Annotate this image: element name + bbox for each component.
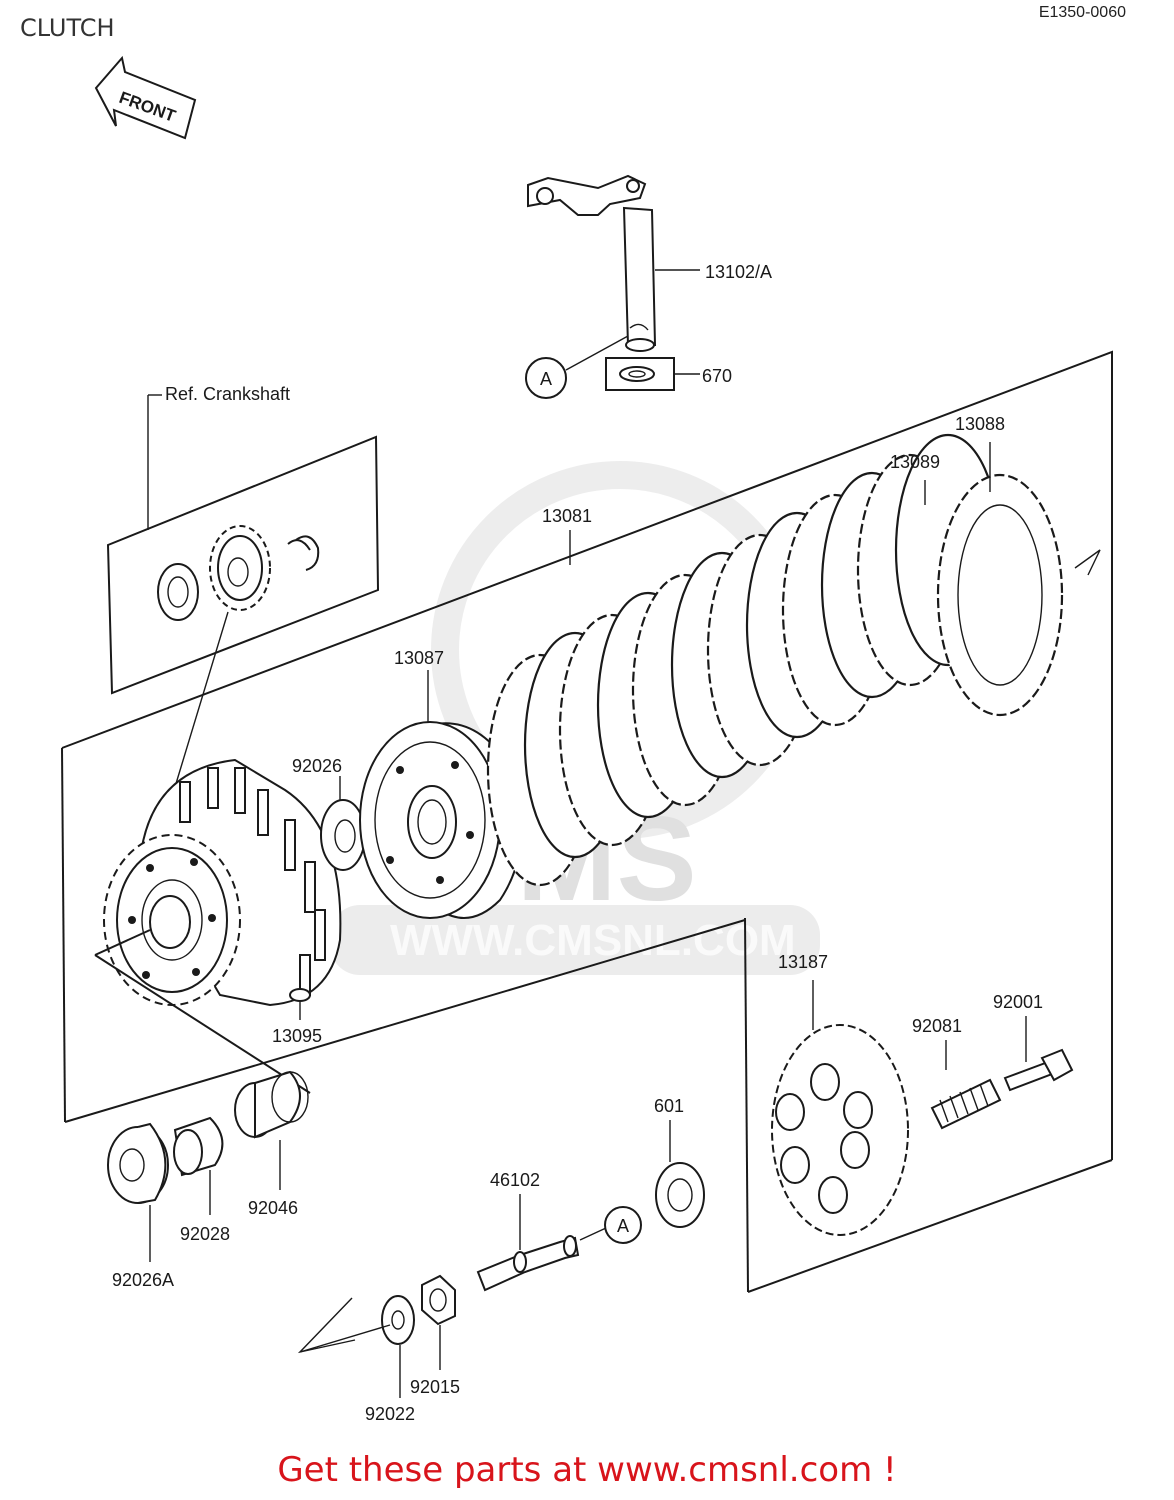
crankshaft-parts (157, 525, 320, 621)
ref-marker-a-bottom: A (617, 1216, 629, 1236)
ref-marker-a-top: A (540, 369, 552, 389)
release-shaft (527, 174, 657, 352)
callout-92022: 92022 (365, 1404, 415, 1424)
bearing-601 (655, 1162, 705, 1228)
callout-13087: 13087 (394, 648, 444, 668)
callout-92001: 92001 (993, 992, 1043, 1012)
pressure-plate (771, 1024, 909, 1236)
callout-92046: 92046 (248, 1198, 298, 1218)
callout-13089: 13089 (890, 452, 940, 472)
callout-92015: 92015 (410, 1377, 460, 1397)
diagram-code: E1350-0060 (1038, 4, 1126, 21)
callout-92081: 92081 (912, 1016, 962, 1036)
callout-13081: 13081 (542, 506, 592, 526)
push-rod (476, 1235, 580, 1292)
assembly-outline-top (61, 350, 1113, 749)
callout-92028: 92028 (180, 1224, 230, 1244)
buy-parts-banner[interactable]: Get these parts at www.cmsnl.com ! (277, 1450, 897, 1490)
callout-92026A: 92026A (112, 1270, 174, 1290)
lock-nut (421, 1274, 456, 1326)
clutch-housing (103, 758, 342, 1007)
front-arrow-label: FRONT (117, 88, 179, 126)
clutch-plate-stack (486, 433, 1064, 887)
crankshaft-reference-box (106, 435, 380, 695)
callout-670: 670 (702, 366, 732, 386)
page-title: CLUTCH (20, 14, 115, 42)
callout-13095: 13095 (272, 1026, 322, 1046)
callout-92026: 92026 (292, 756, 342, 776)
clutch-bolt (1003, 1048, 1074, 1092)
callout-ref-crankshaft: Ref. Crankshaft (165, 384, 290, 404)
callout-601: 601 (654, 1096, 684, 1116)
callout-13187: 13187 (778, 952, 828, 972)
clutch-spring (930, 1078, 1002, 1130)
washer-92022 (381, 1295, 415, 1345)
sleeve (173, 1116, 224, 1177)
thrust-washer (107, 1122, 169, 1204)
front-arrow-icon: FRONT (94, 55, 197, 140)
needle-bearing (234, 1070, 309, 1139)
callout-13102A: 13102/A (705, 262, 772, 282)
callout-46102: 46102 (490, 1170, 540, 1190)
callout-13088: 13088 (955, 414, 1005, 434)
